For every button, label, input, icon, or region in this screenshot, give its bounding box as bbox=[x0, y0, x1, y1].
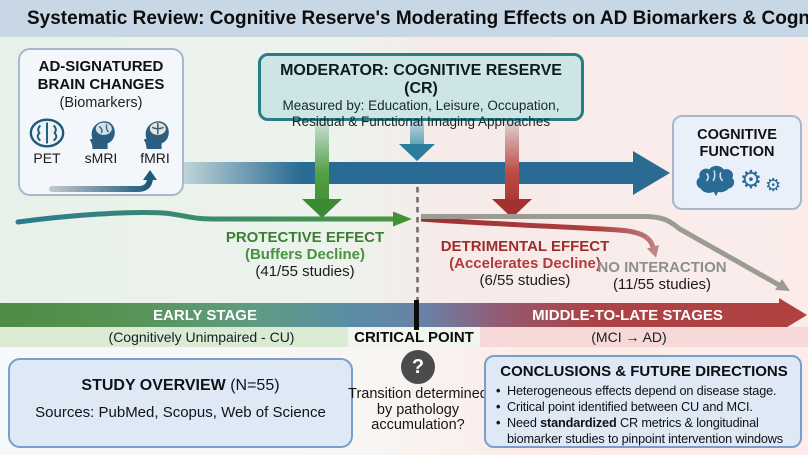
conclusion-bullet-2: Critical point identified between CU and… bbox=[494, 399, 794, 415]
conclusion-bullet-3: Need standardized CR metrics & longitudi… bbox=[494, 415, 794, 447]
modality-fmri: fMRI bbox=[132, 117, 178, 166]
critical-point-tick bbox=[414, 300, 419, 330]
biomarker-progression-arrow bbox=[46, 170, 162, 201]
biomarkers-box: AD-SIGNATURED BRAIN CHANGES (Biomarkers)… bbox=[18, 48, 184, 196]
moderator-title: MODERATOR: COGNITIVE RESERVE (CR) bbox=[280, 62, 562, 97]
moderator-line2: Residual & Functional Imaging Approaches bbox=[291, 114, 551, 129]
modality-pet: PET bbox=[24, 117, 70, 166]
protective-effect-count: (41/55 studies) bbox=[255, 263, 355, 280]
fmri-head-icon bbox=[143, 121, 169, 149]
biomarkers-title: AD-SIGNATURED BRAIN CHANGES bbox=[37, 58, 165, 93]
critical-point-label: CRITICAL POINT bbox=[348, 327, 480, 347]
moderator-box: MODERATOR: COGNITIVE RESERVE (CR) Measur… bbox=[258, 53, 584, 129]
smri-head-icon bbox=[89, 121, 115, 149]
modality-smri: sMRI bbox=[78, 117, 124, 166]
study-overview-box: STUDY OVERVIEW (N=55) Sources: PubMed, S… bbox=[8, 358, 353, 448]
disease-stage-bar bbox=[0, 303, 780, 327]
protective-effect-label: PROTECTIVE EFFECT (Buffers Decline) (41/… bbox=[180, 229, 430, 280]
gear-icon-small: ⚙ bbox=[765, 175, 782, 195]
disease-stage-bar-arrowhead bbox=[779, 298, 807, 332]
study-overview-n: (N=55) bbox=[230, 377, 280, 394]
header-bar: Systematic Review: Cognitive Reserve's M… bbox=[0, 0, 808, 37]
question-mark-icon: ? bbox=[401, 350, 435, 384]
early-stage-label: EARLY STAGE bbox=[153, 307, 257, 324]
cognitive-function-box: COGNITIVE FUNCTION ⚙ ⚙ bbox=[672, 115, 802, 210]
transition-note: Transition determined by pathology accum… bbox=[348, 386, 488, 433]
biomarkers-subtitle: (Biomarkers) bbox=[59, 95, 143, 111]
no-interaction-label: NO INTERACTION (11/55 studies) bbox=[562, 259, 762, 293]
conclusions-title: CONCLUSIONS & FUTURE DIRECTIONS bbox=[500, 363, 788, 380]
early-stage-sublabel: (Cognitively Unimpaired - CU) bbox=[0, 327, 348, 347]
moderator-line1: Measured by: Education, Leisure, Occupat… bbox=[282, 98, 560, 113]
conclusions-list: Heterogeneous effects depend on disease … bbox=[494, 383, 794, 447]
study-overview-sources: Sources: PubMed, Scopus, Web of Science bbox=[35, 404, 326, 421]
cognitive-function-title: COGNITIVE FUNCTION bbox=[697, 127, 777, 160]
no-interaction-count: (11/55 studies) bbox=[612, 276, 712, 293]
study-overview-title-line: STUDY OVERVIEW (N=55) bbox=[10, 377, 351, 395]
gear-icon: ⚙ bbox=[739, 165, 763, 194]
study-overview-title: STUDY OVERVIEW bbox=[81, 377, 226, 394]
pet-scan-icon bbox=[29, 118, 65, 148]
conclusion-bullet-1: Heterogeneous effects depend on disease … bbox=[494, 383, 794, 399]
late-stage-sublabel: (MCI → AD) bbox=[480, 327, 808, 347]
late-stage-label: MIDDLE-TO-LATE STAGES bbox=[532, 307, 723, 324]
brain-icon bbox=[696, 165, 734, 197]
modality-icon-row: PET sMRI fMRI bbox=[20, 117, 182, 166]
cognitive-function-icons: ⚙ ⚙ bbox=[674, 163, 800, 197]
page-title: Systematic Review: Cognitive Reserve's M… bbox=[27, 7, 808, 29]
conclusions-box: CONCLUSIONS & FUTURE DIRECTIONS Heteroge… bbox=[484, 355, 802, 448]
